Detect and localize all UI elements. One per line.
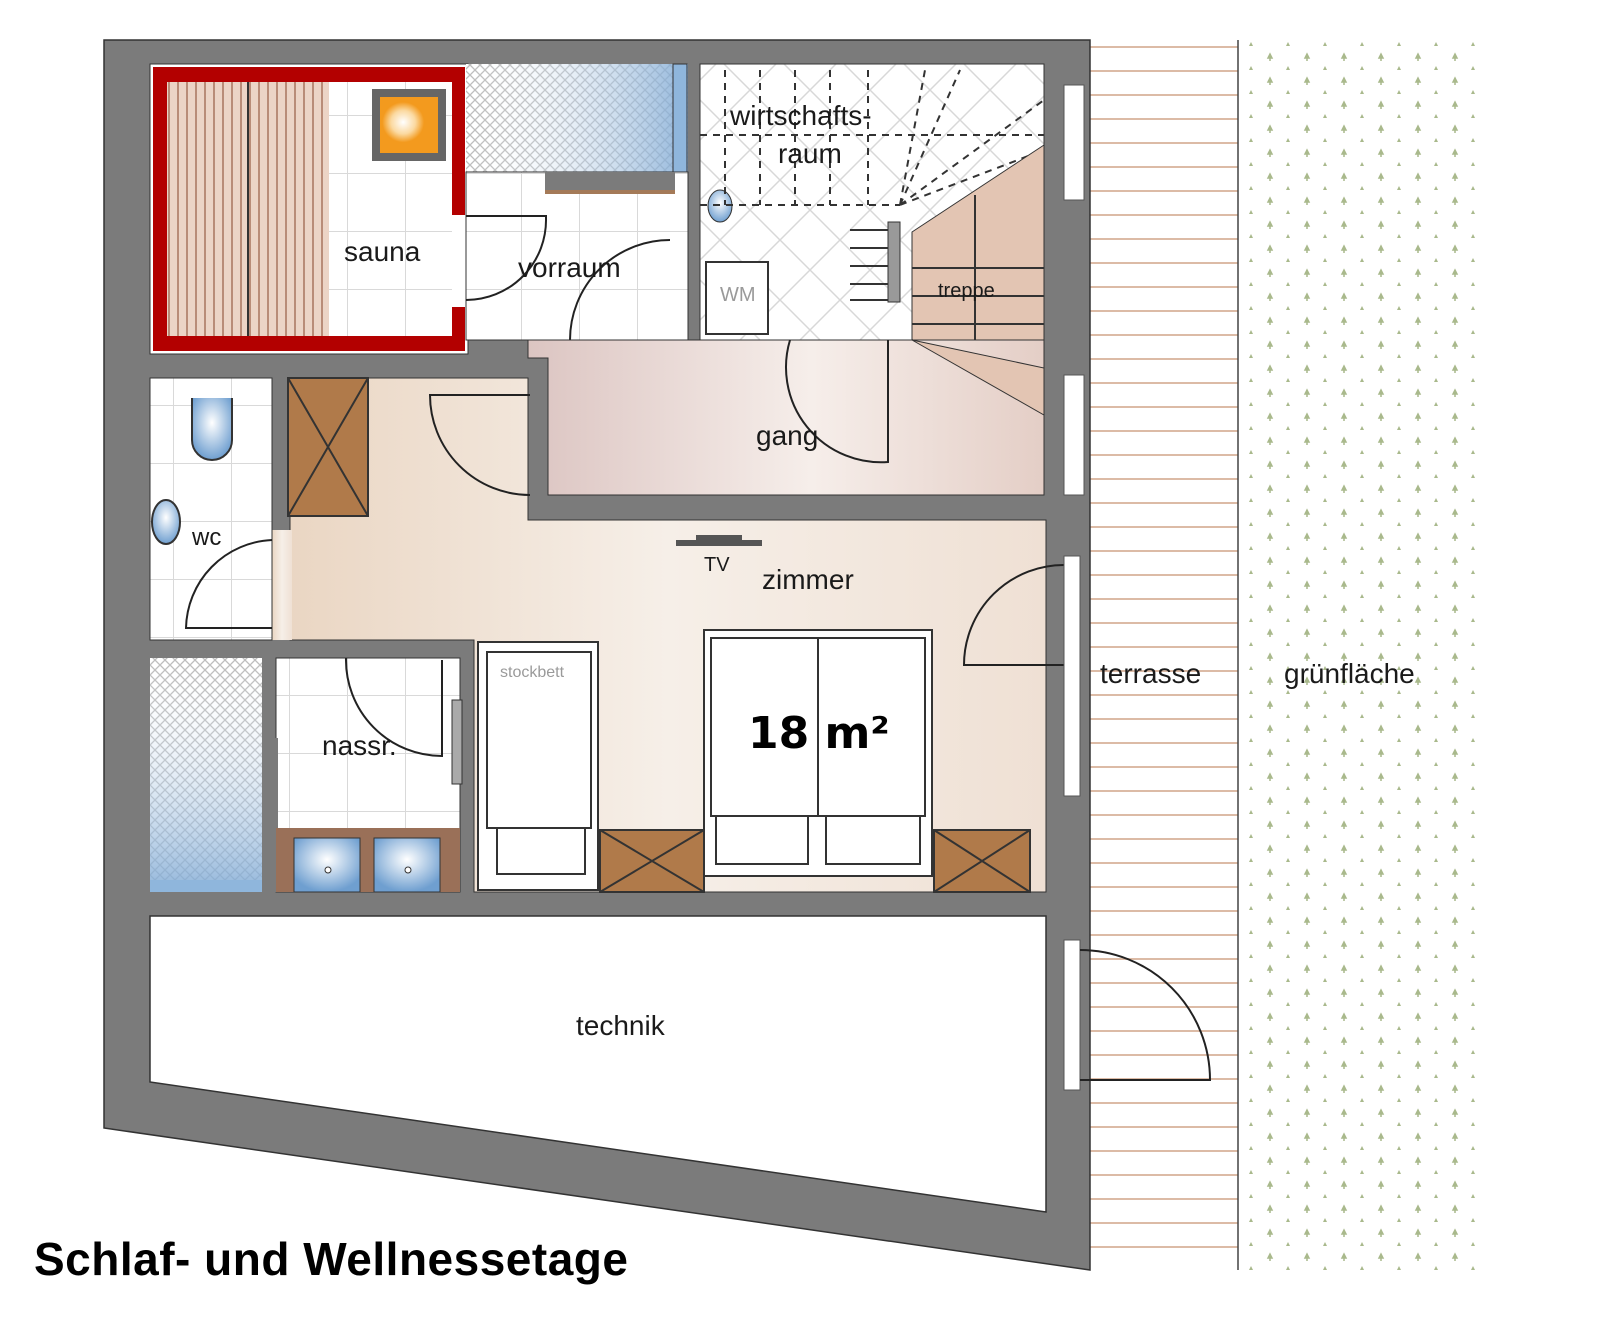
room-area: 18 m² <box>748 708 890 759</box>
plan-title: Schlaf- und Wellnessetage <box>34 1233 629 1285</box>
wc-sink <box>151 499 181 545</box>
label-nassraum: nassr. <box>322 730 397 761</box>
label-treppe: treppe <box>938 280 995 302</box>
room-gang <box>527 339 1045 496</box>
label-sauna: sauna <box>344 236 421 267</box>
label-wirtschaftsraum-1: wirtschafts- <box>730 100 872 131</box>
tv-icon <box>676 540 762 546</box>
label-technik: technik <box>576 1010 665 1041</box>
label-terrasse: terrasse <box>1100 658 1202 689</box>
washing-machine <box>705 261 769 335</box>
label-gruenflaeche: grünfläche <box>1284 658 1415 689</box>
label-vorraum: vorraum <box>518 252 621 283</box>
label-stockbett: stockbett <box>500 664 565 681</box>
label-tv: TV <box>704 554 730 576</box>
basin-left <box>293 837 361 893</box>
label-wirtschaftsraum-2: raum <box>778 138 842 169</box>
label-wc: wc <box>192 524 222 551</box>
label-zimmer: zimmer <box>762 564 854 595</box>
terrace-area <box>1090 40 1238 1270</box>
lawn-area <box>1240 40 1488 1270</box>
toilet <box>191 398 233 461</box>
room-technik <box>149 915 1047 1213</box>
label-gang: gang <box>756 420 819 451</box>
label-washing-machine: WM <box>720 284 756 306</box>
basin-right <box>373 837 441 893</box>
